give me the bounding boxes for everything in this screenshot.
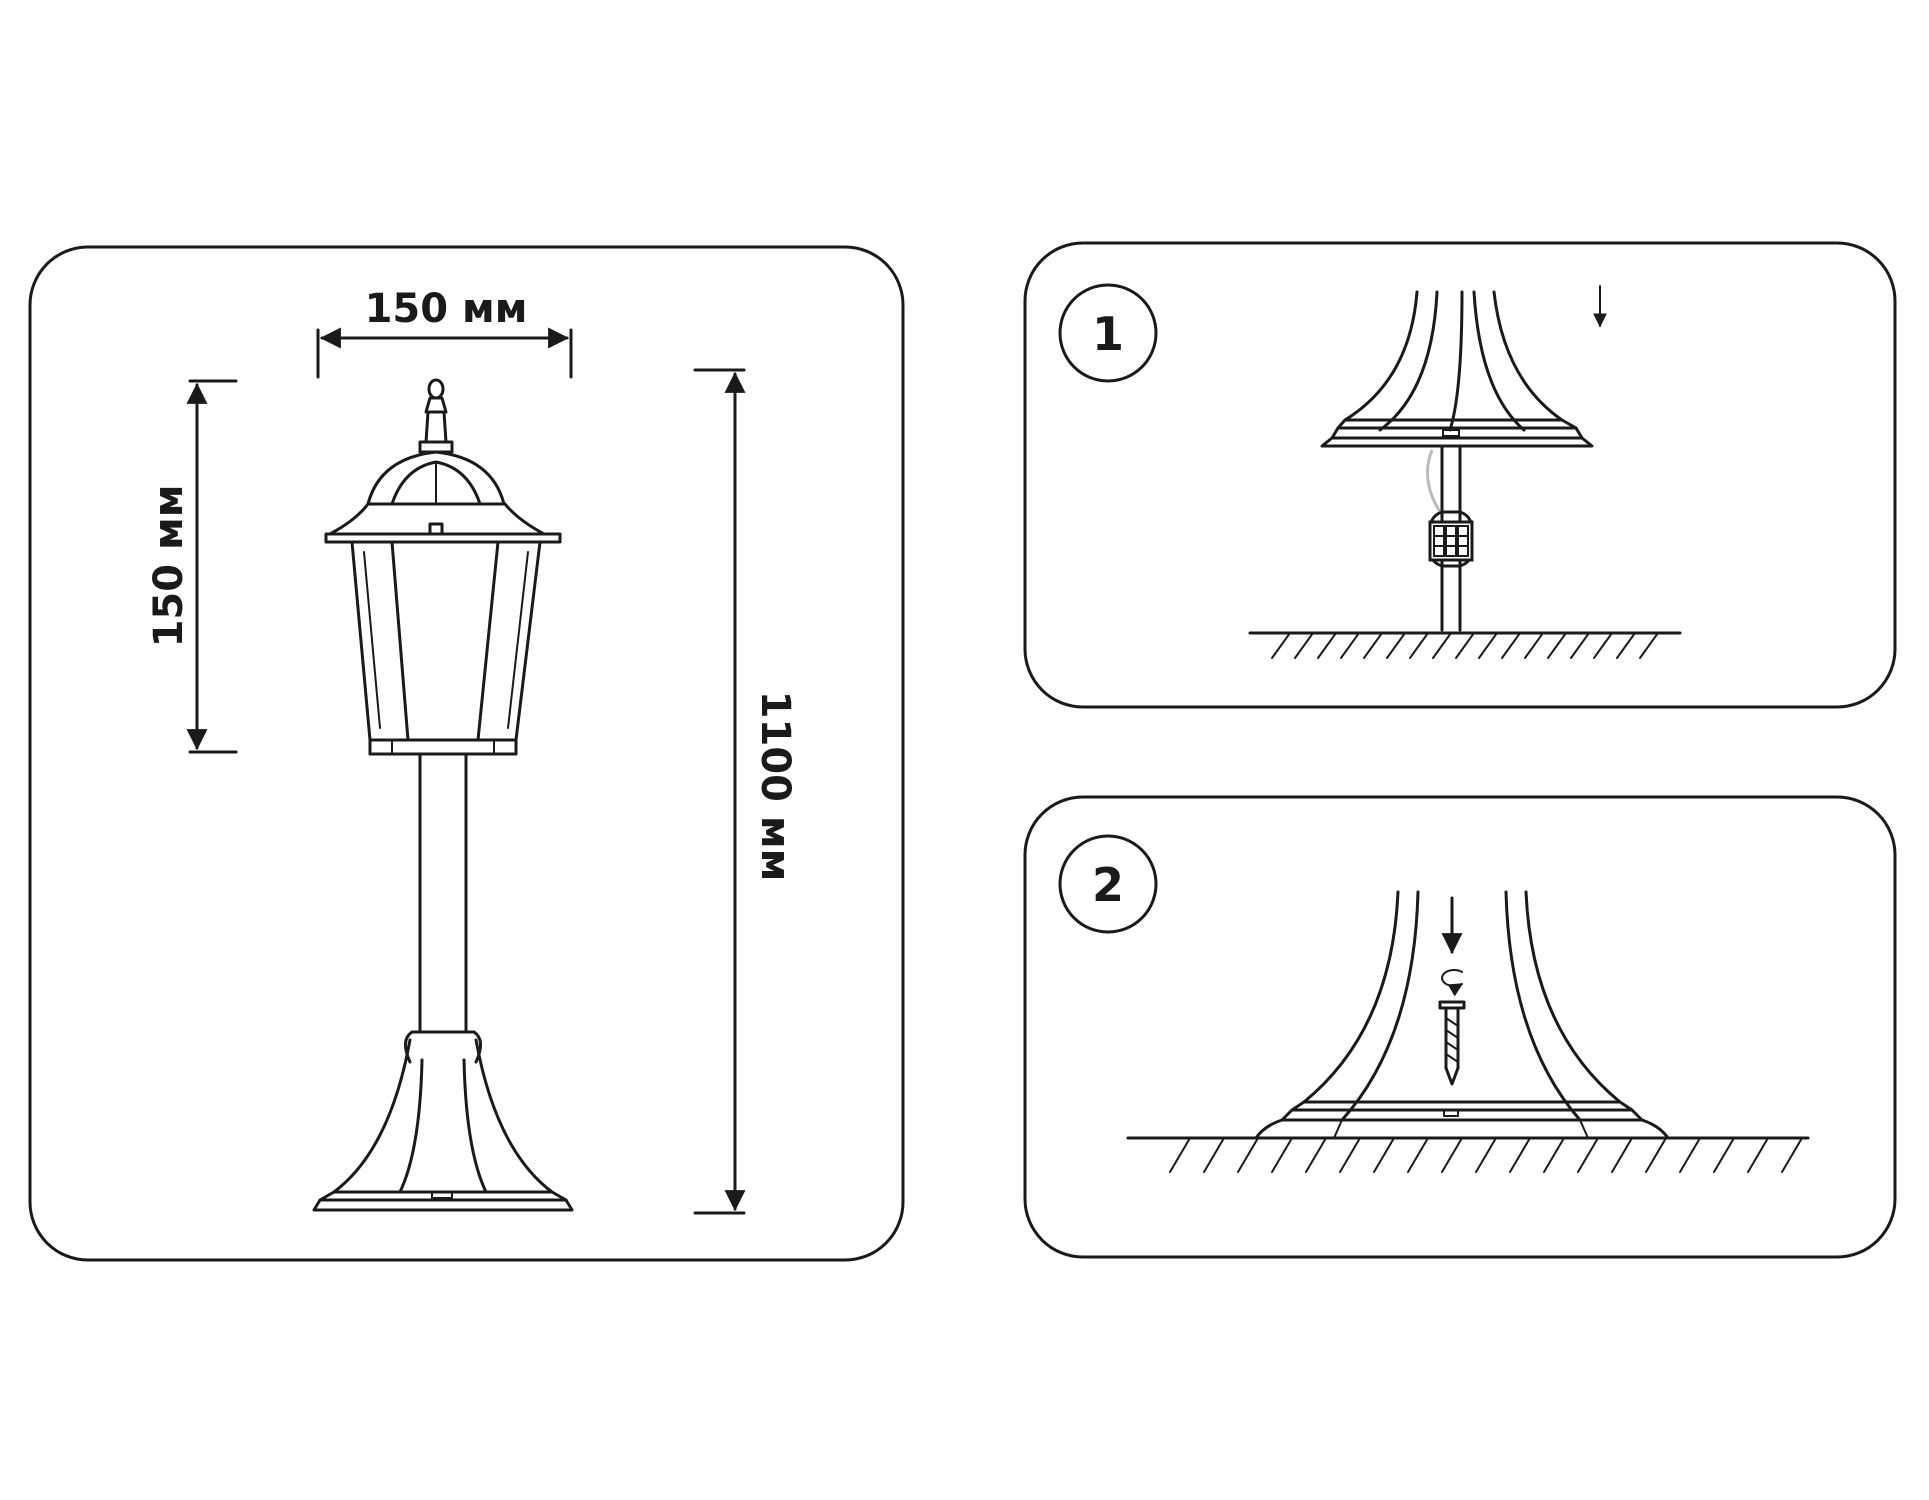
lamp-drawing xyxy=(312,378,574,1212)
total-height-label: 1100 мм xyxy=(752,691,798,882)
screw-icon xyxy=(1438,896,1466,1086)
lantern-height-dimension: 150 мм xyxy=(146,379,238,754)
step-1-number: 1 xyxy=(1092,307,1124,361)
wire-connector xyxy=(1426,444,1474,632)
ground xyxy=(1248,631,1682,659)
total-height-dimension: 1100 мм xyxy=(693,368,798,1215)
step-1-panel: 1 xyxy=(1023,241,1897,709)
step-2-number: 2 xyxy=(1092,858,1124,912)
step-1-badge xyxy=(1058,283,1158,383)
rotate-icon xyxy=(1441,969,1464,997)
step-2-panel: 2 xyxy=(1023,795,1897,1259)
width-dimension: 150 мм xyxy=(316,286,573,379)
step-2-badge xyxy=(1058,834,1158,934)
lamp-base-section xyxy=(1254,890,1670,1140)
width-label: 150 мм xyxy=(365,286,528,332)
ground xyxy=(1126,1136,1810,1173)
dimensions-panel: 150 мм 150 мм 1100 мм xyxy=(28,245,905,1262)
lamp-base-section xyxy=(1320,290,1594,448)
lantern-height-label: 150 мм xyxy=(146,485,192,648)
